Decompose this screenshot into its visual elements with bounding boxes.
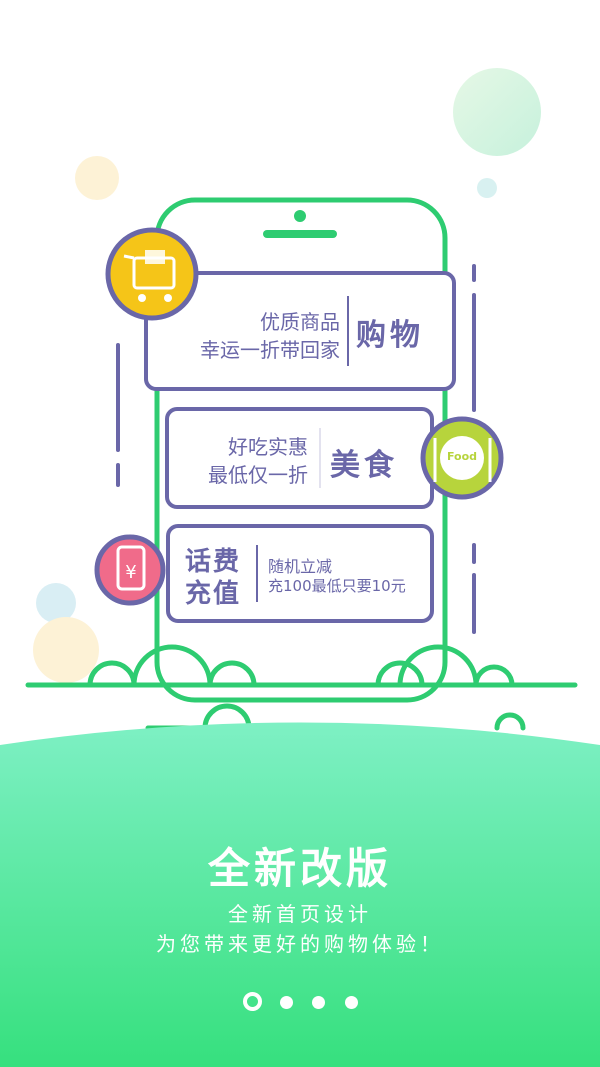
pager-dot[interactable] [280,996,293,1009]
food-line1: 好吃实惠 [228,435,308,459]
food-title: 美食 [330,448,398,483]
headline: 全新改版 [207,844,392,893]
pager-dot[interactable] [312,996,325,1009]
recharge-title-line2: 充值 [185,579,242,609]
svg-text:¥: ¥ [125,562,136,583]
shopping-line2: 幸运一折带回家 [200,338,340,362]
pager-dot-active[interactable] [243,992,262,1011]
deco-bubble [36,583,76,623]
recharge-line1: 随机立减 [268,557,333,576]
shopping-card[interactable] [144,271,456,391]
deco-bubble [33,617,99,683]
subtitle-line2: 为您带来更好的购物体验！ [156,932,444,956]
subtitle-line1: 全新首页设计 [228,902,372,926]
recharge-title-line1: 话费 [185,547,242,577]
deco-bubble [453,68,541,156]
recharge-line2: 充100最低只要10元 [268,577,406,595]
food-line2: 最低仅一折 [208,463,308,487]
shopping-cart-icon [105,227,199,321]
food-badge-label: Food [446,450,478,463]
deco-dashes [116,264,476,634]
deco-bubble [477,178,497,198]
phone-speaker [263,230,337,238]
shopping-line1: 优质商品 [260,310,340,334]
shopping-title: 购物 [356,318,424,353]
recharge-card[interactable] [166,524,434,623]
food-plate-icon [420,416,504,500]
deco-clouds [25,644,578,731]
deco-bubble [75,156,119,200]
bottom-panel [0,722,600,1067]
phone-camera [294,210,306,222]
yuan-phone-icon: ¥ [94,534,166,606]
pager-dot[interactable] [345,996,358,1009]
